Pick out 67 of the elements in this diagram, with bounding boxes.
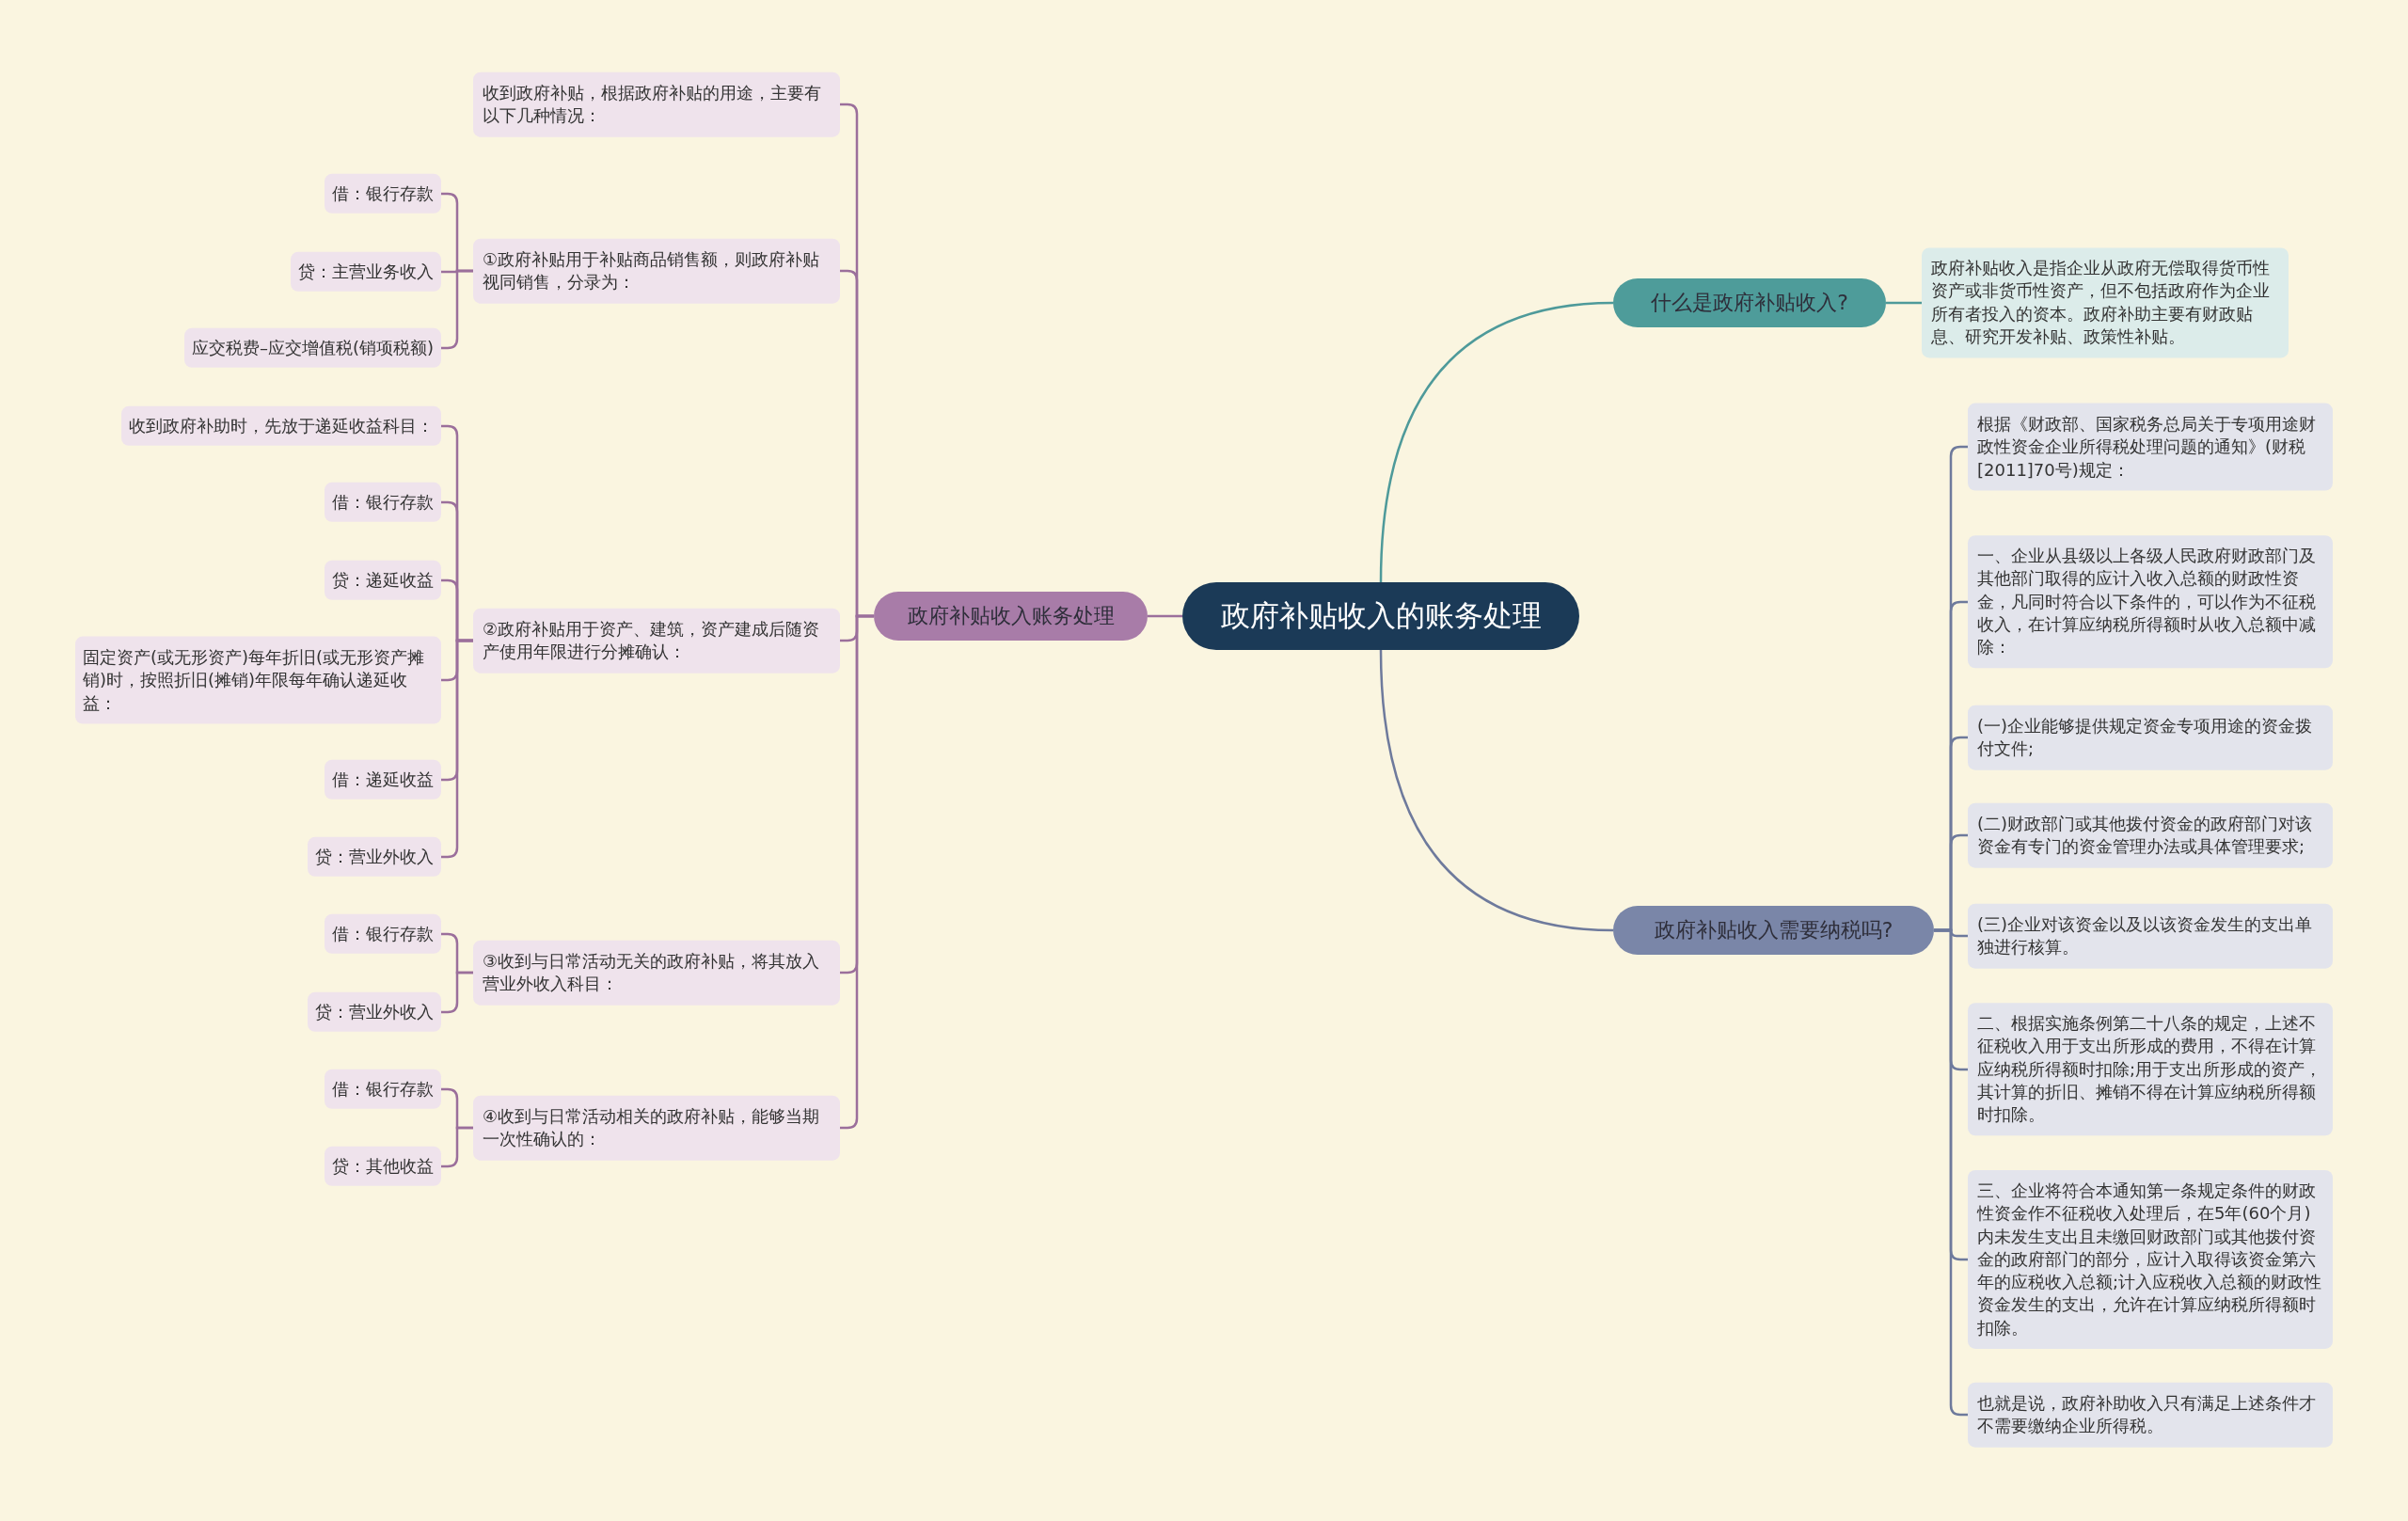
topic-box — [1968, 535, 2333, 669]
topic-box — [1968, 802, 2333, 868]
connector-line — [1379, 649, 1614, 932]
topic-text: 政府补贴收入的账务处理 — [1220, 597, 1542, 634]
topic-box — [325, 482, 441, 523]
topic-text: 贷：营业外收入 — [315, 846, 434, 866]
topic-text: 应交税费–应交增值税(销项税额) — [191, 337, 434, 357]
topic-text: 政府补贴收入需要纳税吗? — [1654, 917, 1893, 943]
topic-box — [325, 913, 441, 955]
topic-text: 也就是说，政府补助收入只有满足上述条件才不需要缴纳企业所得税。 — [1977, 1392, 2316, 1435]
topic-box — [473, 238, 840, 304]
connector-line — [1379, 301, 1614, 583]
topic-text: 一、企业从县级以上各级人民政府财政部门及其他部门取得的应计入收入总额的财政性资金，凡同时符合以下条件的，可以作为不征税收入，在计算应纳税所得额时从收入总额中减除： — [1977, 546, 2316, 658]
topic-box — [473, 940, 840, 1006]
connector-line — [441, 1126, 473, 1168]
topic-text: 借：银行存款 — [332, 491, 434, 512]
topic-text: 收到政府补助时，先放于递延收益科目： — [129, 415, 434, 436]
topic-box — [1968, 705, 2333, 770]
topic-box — [75, 636, 441, 724]
topic-text: (二)财政部门或其他拨付资金的政府部门对该资金有专门的资金管理办法或具体管理要求; — [1977, 813, 2313, 856]
topic-box — [1968, 1382, 2333, 1448]
topic-text: 二、根据实施条例第二十八条的规定，上述不征税收入用于支出所形成的费用，不得在计算应纳税所得额时扣除;用于支出所形成的资产，其计算的折旧、摊销不得在计算应纳税所得额时扣除。 — [1977, 1013, 2322, 1125]
topic-text: 固定资产(或无形资产)每年折旧(或无形资产摊销)时，按照折旧(摊销)年限每年确认递延收益： — [83, 646, 425, 713]
topic-box — [325, 1146, 441, 1187]
topic-text: 根据《财政部、国家税务总局关于专项用途财政性资金企业所得税处理问题的通知》(财税[2011]70号)规定： — [1977, 413, 2316, 480]
topic-box — [325, 173, 441, 214]
topic-text: 政府补贴收入账务处理 — [907, 603, 1115, 629]
topic-text: (一)企业能够提供规定资金专项用途的资金拨付文件; — [1977, 715, 2313, 758]
topic-text: 贷：其他收益 — [332, 1155, 434, 1176]
topic-box — [473, 71, 840, 137]
topic-box — [473, 1095, 840, 1161]
topic-box — [308, 991, 441, 1033]
topic-text: 贷：营业外收入 — [315, 1001, 434, 1022]
branch-topic — [1613, 278, 1886, 327]
branch-topic — [874, 592, 1148, 641]
topic-text: 借：银行存款 — [332, 182, 434, 203]
topic-text: 什么是政府补贴收入? — [1651, 290, 1848, 316]
topic-text: 三、企业将符合本通知第一条规定条件的财政性资金作不征税收入处理后，在5年(60个月)内未发生支出且未缴回财政部门或其他拨付资金的政府部门的部分，应计入取得该资金第六年的应税收入总额;计入应税收入总额的财政性资金发生的支出，允许在计算应纳税所得额时扣除。 — [1977, 1180, 2322, 1338]
connector-line — [1148, 614, 1182, 618]
connector-line — [1886, 301, 1922, 305]
topic-text: 收到政府补贴，根据政府补贴的用途，主要有以下几种情况： — [483, 82, 821, 125]
topic-text: ④收到与日常活动相关的政府补贴，能够当期一次性确认的： — [483, 1105, 820, 1149]
topic-box — [325, 759, 441, 800]
topic-box — [1968, 1003, 2333, 1136]
branch-topic — [1613, 906, 1934, 955]
topic-text: 借：银行存款 — [332, 1078, 434, 1099]
topic-box — [183, 327, 441, 369]
topic-text: ③收到与日常活动无关的政府补贴，将其放入营业外收入科目： — [483, 950, 820, 993]
topic-box — [1968, 403, 2333, 491]
topic-box — [121, 405, 441, 447]
topic-box — [291, 251, 441, 293]
topic-box — [1968, 903, 2333, 969]
topic-box — [1922, 247, 2289, 358]
topic-text: 政府补贴收入是指企业从政府无偿取得货币性资产或非货币性资产，但不包括政府作为企业所有者投入的资本。政府补助主要有财政贴息、研究开发补贴、政策性补贴。 — [1931, 258, 2270, 347]
topic-text: 贷：主营业务收入 — [298, 261, 434, 281]
topic-box — [325, 560, 441, 601]
topic-text: (三)企业对该资金以及以该资金发生的支出单独进行核算。 — [1977, 913, 2313, 957]
topic-text: ②政府补贴用于资产、建筑，资产建成后随资产使用年限进行分摊确认： — [483, 618, 820, 661]
topic-text: 借：递延收益 — [332, 768, 434, 789]
topic-box — [473, 608, 840, 673]
topic-text: 借：银行存款 — [332, 923, 434, 943]
connector-line — [441, 971, 473, 1014]
topic-box — [325, 1069, 441, 1110]
topic-text: 贷：递延收益 — [332, 569, 434, 590]
topic-text: ①政府补贴用于补贴商品销售额，则政府补贴视同销售，分录为： — [483, 248, 820, 292]
topic-box — [308, 836, 441, 878]
topic-box — [1968, 1169, 2333, 1350]
